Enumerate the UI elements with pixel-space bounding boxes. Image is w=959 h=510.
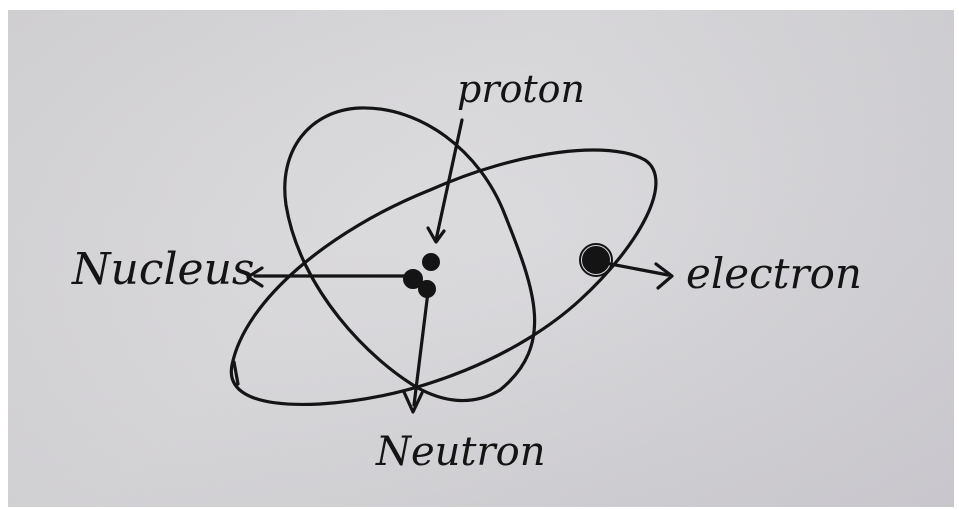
proton-label: proton [457,67,585,111]
electron-arrow-head [654,262,674,290]
orbit-tilted [229,148,658,407]
orbit-hook [232,360,240,386]
proton-arrow [434,118,464,242]
nucleus-particle-1 [403,269,423,289]
nucleus-arrow-head [246,266,264,288]
electron-label: electron [686,249,862,298]
neutron-arrow [412,290,430,407]
electron-particle [582,246,610,274]
paper-background [8,10,954,507]
neutron-arrow-head [402,390,424,414]
neutron-label: Neutron [376,429,546,475]
proton-arrow-head [426,226,446,244]
nucleus-label: Nucleus [72,244,255,295]
electron-particle-ring [579,243,613,277]
nucleus-particle-3 [418,280,436,298]
paper-shading [8,10,954,507]
nucleus-particle-2 [422,253,440,271]
